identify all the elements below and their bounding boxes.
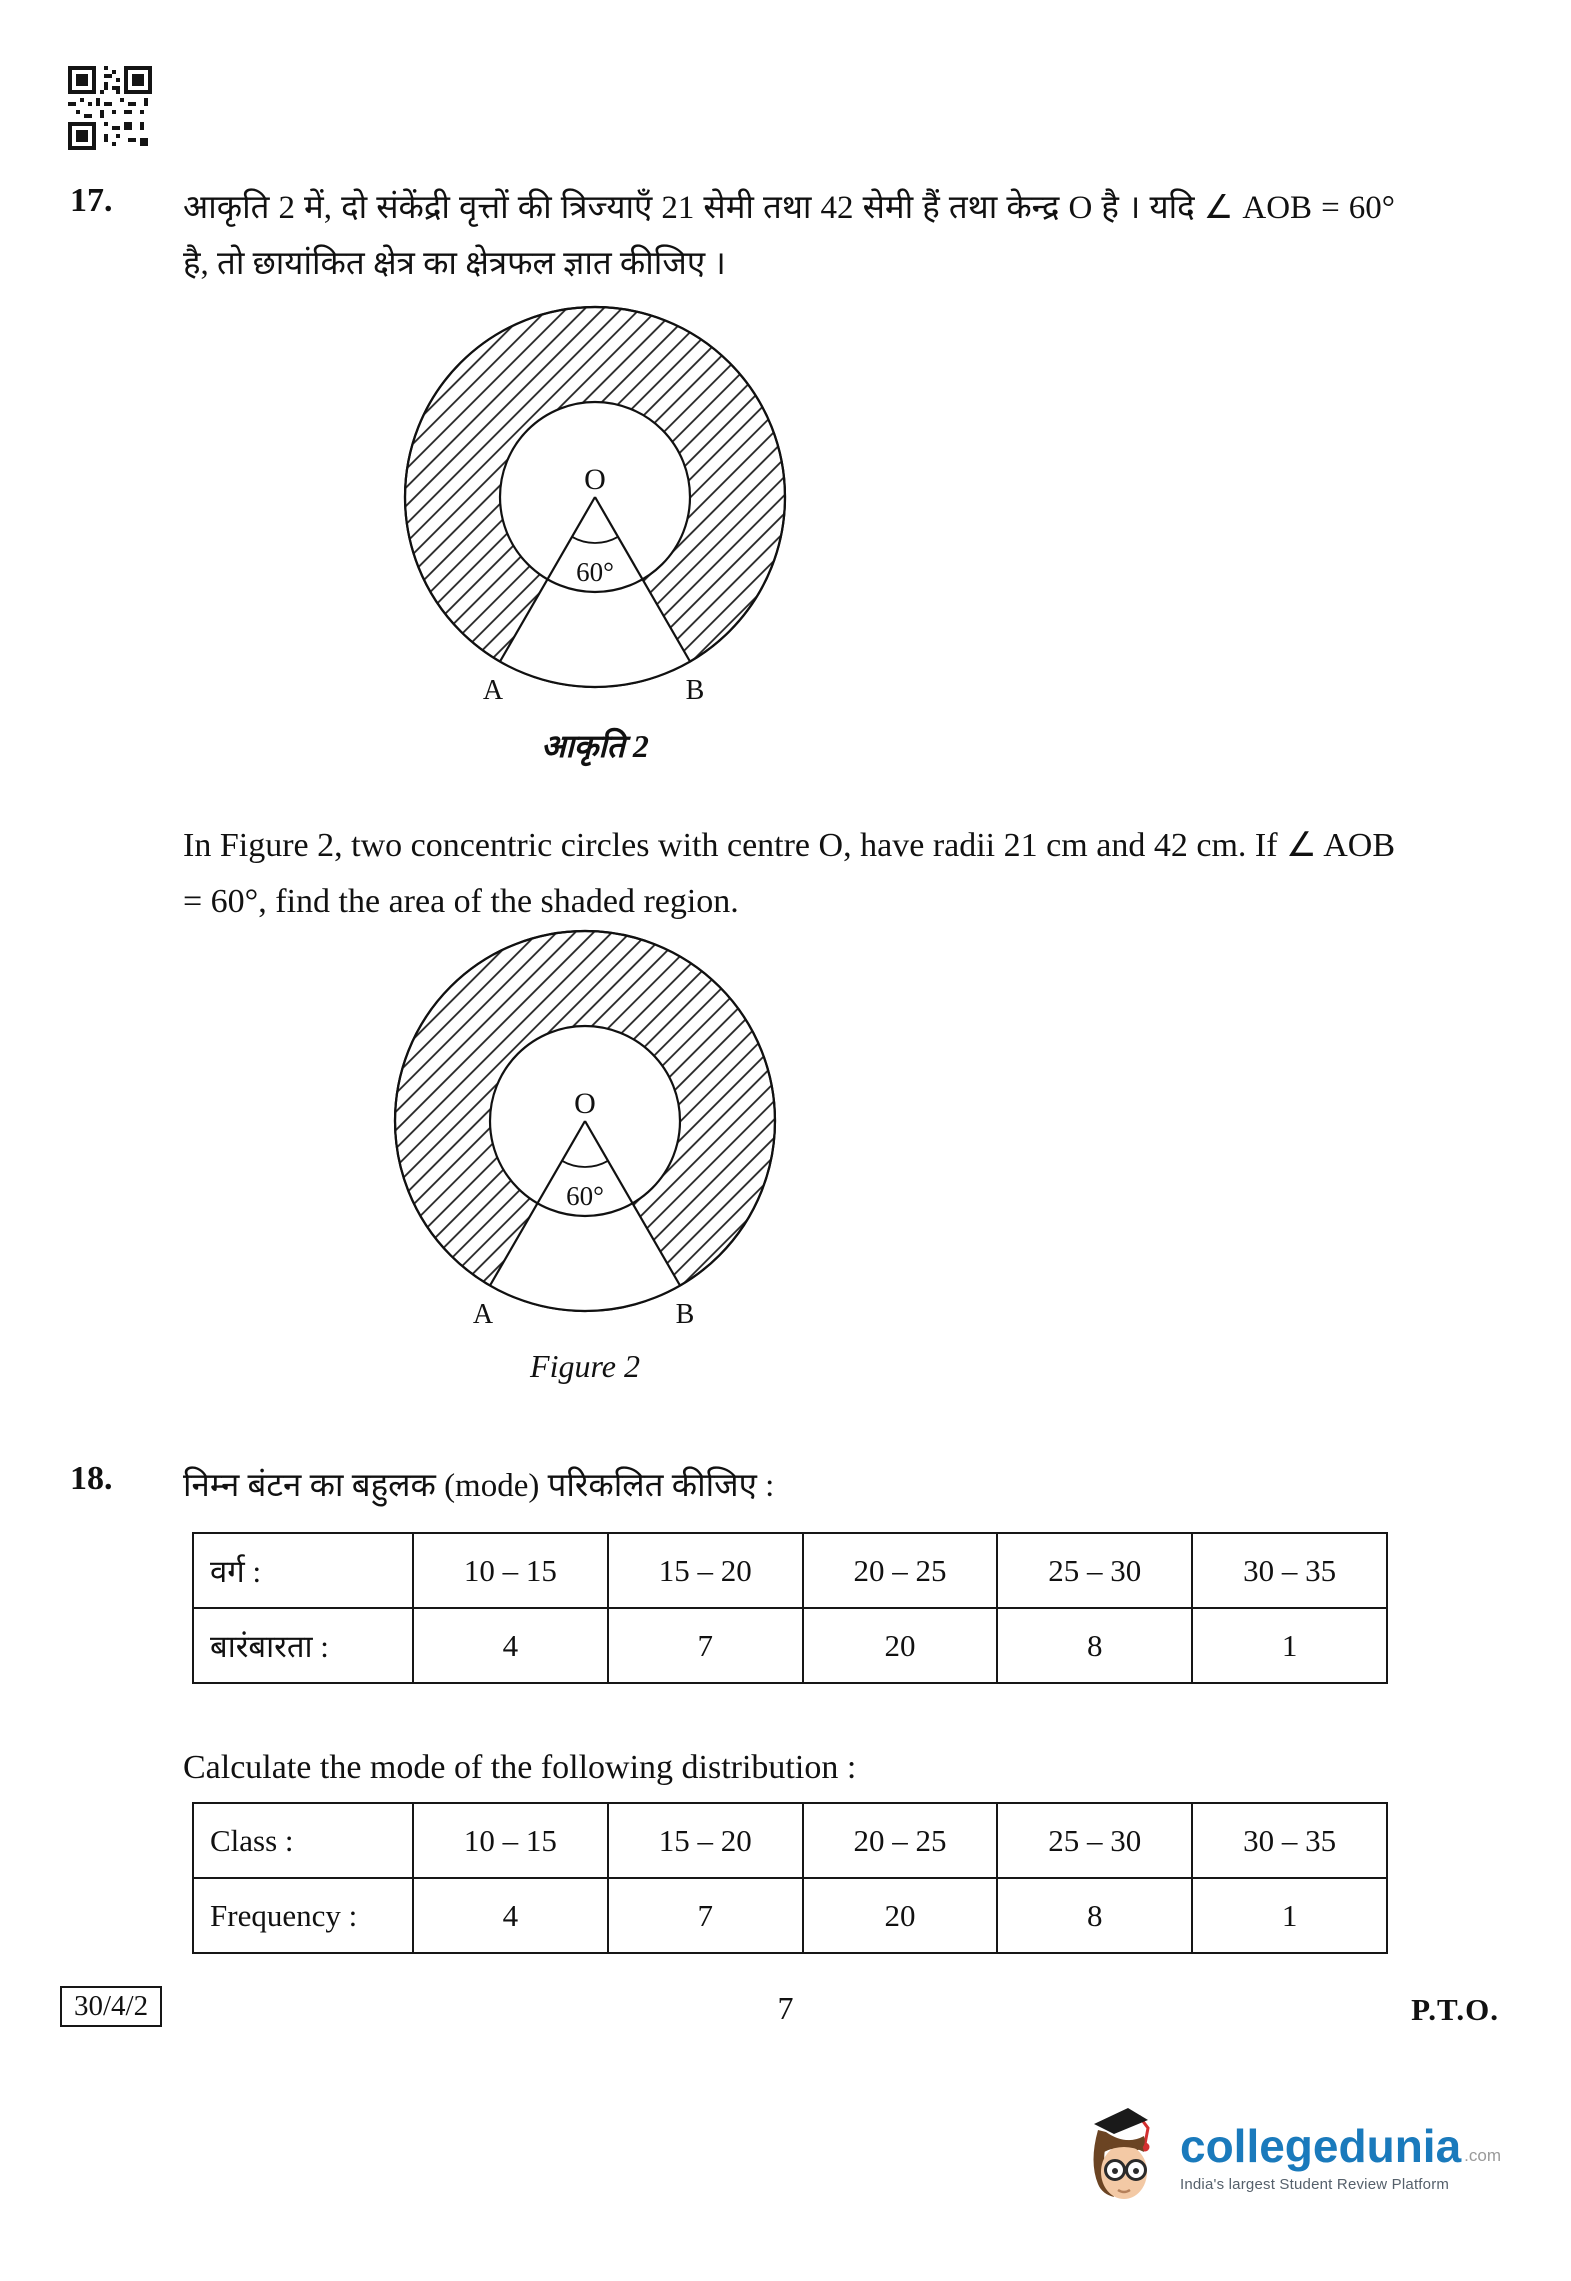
collegedunia-logo: collegedunia .com India's largest Studen… <box>1084 2100 1501 2215</box>
pto-label: P.T.O. <box>1411 1992 1499 2027</box>
outer-circle-outline <box>403 305 787 689</box>
frequency-cell: 1 <box>1191 1607 1388 1684</box>
class-cell: 30 – 35 <box>1191 1532 1388 1609</box>
frequency-cell: 8 <box>996 1607 1194 1684</box>
table-row-frequencies: Frequency : 4 7 20 8 1 <box>192 1877 1388 1954</box>
question-18-number: 18. <box>70 1460 113 1497</box>
frequency-cell: 4 <box>412 1607 609 1684</box>
point-a-label: A <box>473 1299 494 1330</box>
figure-2: O 60° A B <box>325 916 845 1351</box>
brand-tld: .com <box>1464 2145 1501 2165</box>
class-cell: 25 – 30 <box>996 1532 1194 1609</box>
class-cell: 10 – 15 <box>412 1532 609 1609</box>
frequency-cell: 20 <box>801 1877 999 1954</box>
class-cell: 30 – 35 <box>1191 1802 1388 1879</box>
point-b-label: B <box>686 675 705 706</box>
table-row-frequencies: बारंबारता : 4 7 20 8 1 <box>192 1607 1388 1684</box>
frequency-cell: 8 <box>996 1877 1194 1954</box>
table-row-classes: वर्ग : 10 – 15 15 – 20 20 – 25 25 – 30 3… <box>192 1532 1388 1609</box>
paper-code: 30/4/2 <box>60 1986 163 2027</box>
qr-code <box>68 66 152 155</box>
point-a-label: A <box>483 675 504 706</box>
question-18-text-hindi: निम्न बंटन का बहुलक (mode) परिकलित कीजिए… <box>183 1468 775 1504</box>
figure-1: O 60° A B <box>335 292 855 727</box>
figure-2-caption: Figure 2 <box>530 1348 640 1384</box>
brand-name: collegedunia <box>1179 2119 1462 2172</box>
question-17-text-hindi: आकृति 2 में, दो संकेंद्री वृत्तों की त्र… <box>183 190 1395 282</box>
brand-text: collegedunia .com India's largest Studen… <box>1180 2123 1501 2193</box>
frequency-row-header: Frequency : <box>192 1877 414 1954</box>
distribution-table-hindi: वर्ग : 10 – 15 15 – 20 20 – 25 25 – 30 3… <box>192 1532 1388 1684</box>
angle-label: 60° <box>566 1181 604 1211</box>
class-row-header: Class : <box>192 1802 414 1879</box>
concentric-circles-diagram: O 60° A B <box>393 929 777 1330</box>
outer-circle-outline <box>393 929 777 1313</box>
table-row-classes: Class : 10 – 15 15 – 20 20 – 25 25 – 30 … <box>192 1802 1388 1879</box>
radius-ob-line <box>594 496 691 663</box>
center-label: O <box>584 463 606 496</box>
radius-ob-line <box>584 1120 681 1287</box>
distribution-table-english: Class : 10 – 15 15 – 20 20 – 25 25 – 30 … <box>192 1802 1388 1954</box>
question-17-number: 17. <box>70 182 113 219</box>
page-number: 7 <box>777 1990 794 2026</box>
concentric-circles-diagram: O 60° A B <box>403 305 787 706</box>
question-17-text-english: In Figure 2, two concentric circles with… <box>183 827 1395 920</box>
class-cell: 15 – 20 <box>606 1532 804 1609</box>
class-cell: 10 – 15 <box>412 1802 609 1879</box>
center-label: O <box>574 1087 596 1120</box>
qr-code-graphic <box>68 66 152 150</box>
angle-arc <box>561 1160 609 1168</box>
brand-tagline: India's largest Student Review Platform <box>1179 2175 1450 2193</box>
angle-label: 60° <box>576 557 614 587</box>
class-cell: 25 – 30 <box>996 1802 1194 1879</box>
question-18-text-english: Calculate the mode of the following dist… <box>183 1749 857 1786</box>
radius-oa-line <box>499 496 596 663</box>
frequency-cell: 1 <box>1191 1877 1388 1954</box>
frequency-cell: 7 <box>606 1877 804 1954</box>
radius-oa-line <box>489 1120 586 1287</box>
frequency-cell: 4 <box>412 1877 609 1954</box>
mascot-icon <box>1093 2108 1150 2199</box>
frequency-row-header: बारंबारता : <box>192 1607 414 1684</box>
class-cell: 15 – 20 <box>606 1802 804 1879</box>
frequency-cell: 7 <box>606 1607 804 1684</box>
class-cell: 20 – 25 <box>801 1802 999 1879</box>
class-cell: 20 – 25 <box>801 1532 999 1609</box>
point-b-label: B <box>676 1299 695 1330</box>
figure-1-caption: आकृति 2 <box>541 728 649 764</box>
angle-arc <box>571 536 619 544</box>
class-row-header: वर्ग : <box>192 1532 414 1609</box>
frequency-cell: 20 <box>801 1607 999 1684</box>
